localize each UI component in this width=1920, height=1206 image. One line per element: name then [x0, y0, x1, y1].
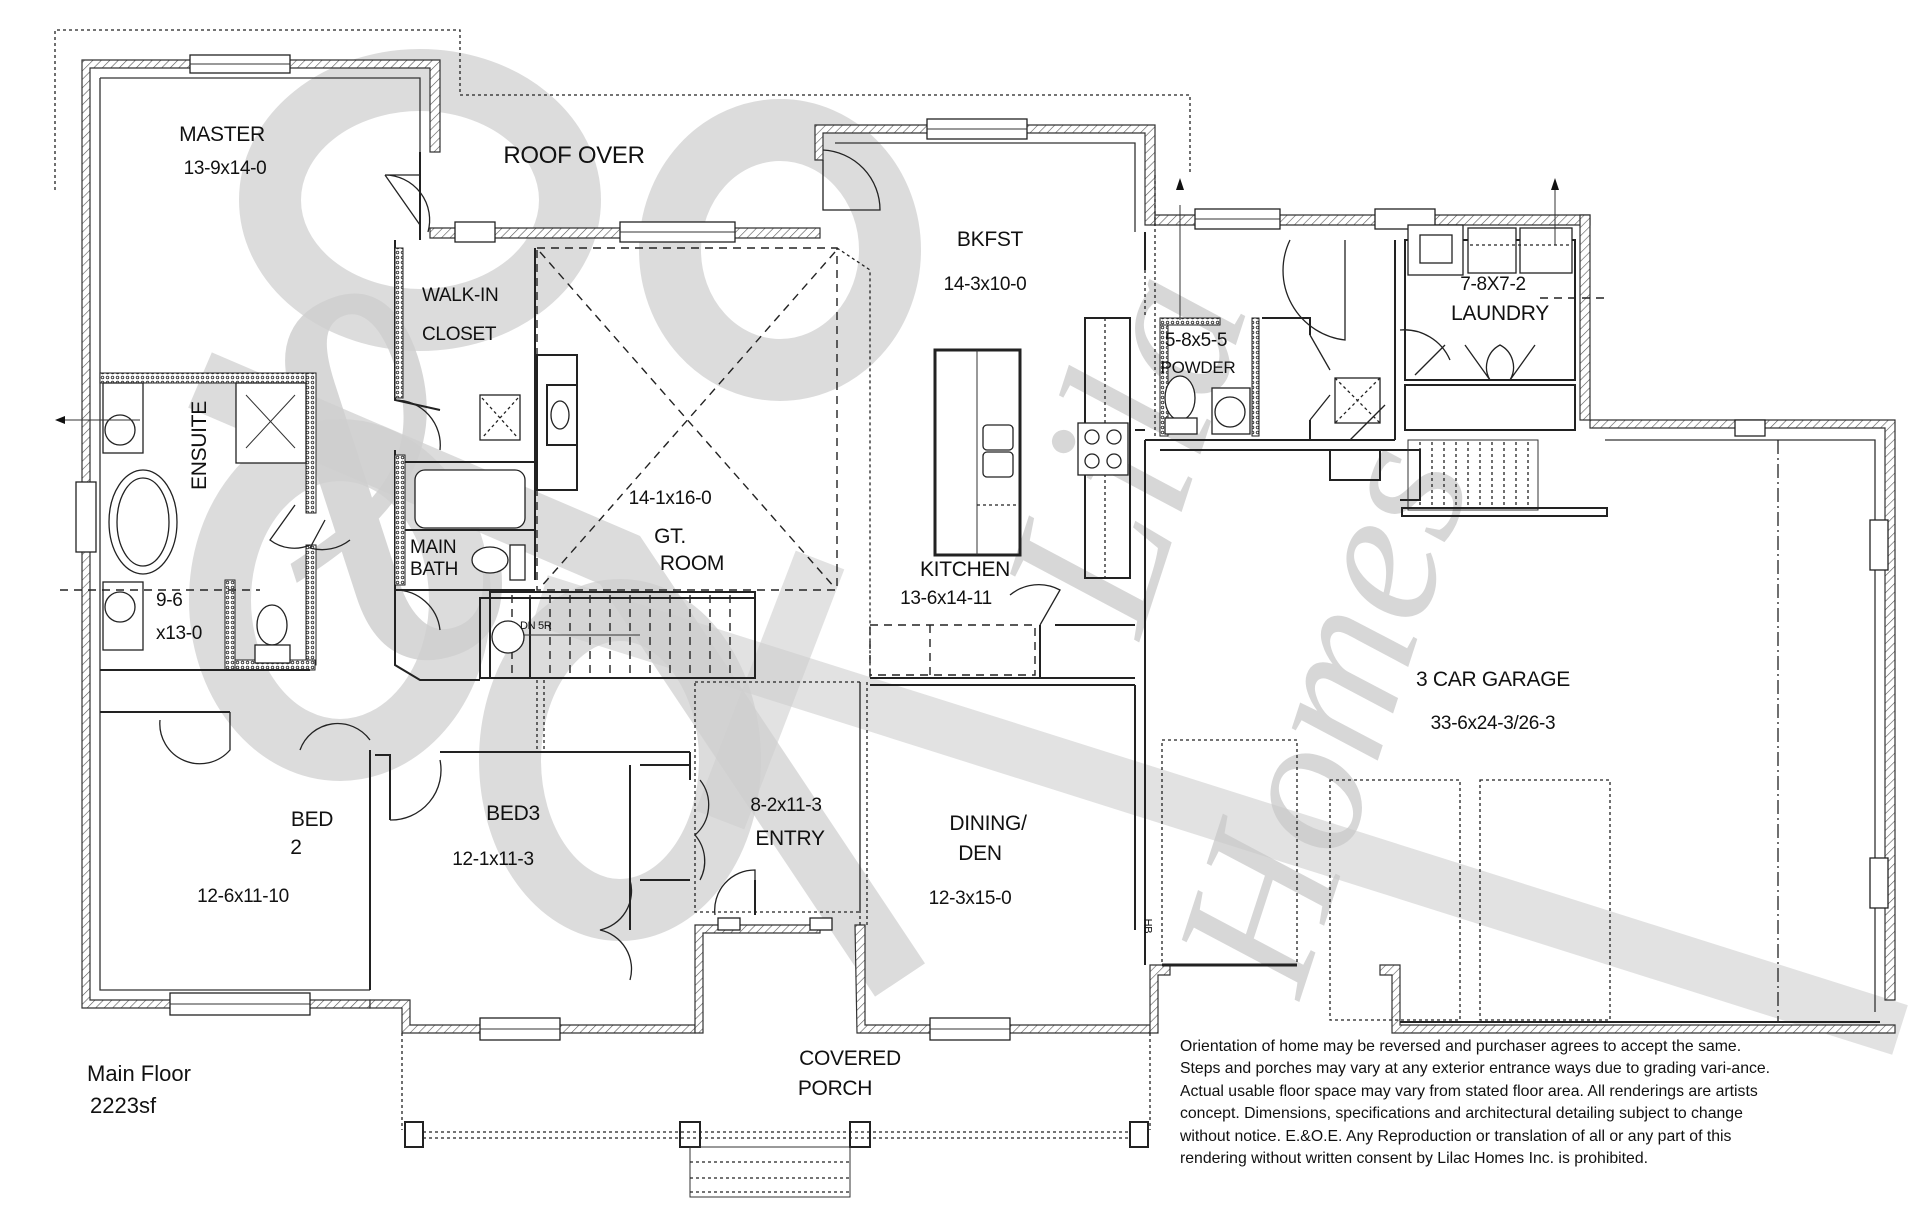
room-label-entry: ENTRY	[755, 827, 825, 850]
garage-drawing	[1144, 439, 1880, 1023]
disclaimer-line: Orientation of home may be reversed and …	[1180, 1038, 1742, 1055]
room-label-bed3: BED3	[486, 802, 540, 825]
room-size-ensuite-line1: 9-6	[156, 590, 183, 611]
room-size-ensuite-line2: x13-0	[156, 623, 203, 644]
disclaimer: Orientation of home may be reversed and …	[1180, 1036, 1900, 1170]
room-label-great-room-line2: ROOM	[659, 552, 725, 575]
room-size-dining: 12-3x15-0	[928, 888, 1012, 909]
room-size-powder: 5-8x5-5	[1164, 330, 1228, 351]
room-label-walk-in-closet-line2: CLOSET	[422, 324, 497, 345]
room-label-walk-in-closet-line1: WALK-IN	[422, 285, 499, 306]
room-label-kitchen: KITCHEN	[919, 558, 1011, 581]
disclaimer-line: without notice. E.&O.E. Any Reproduction…	[1180, 1127, 1732, 1145]
disclaimer-line: concept. Dimensions, specifications and …	[1180, 1105, 1743, 1123]
room-size-bed3: 12-1x11-3	[452, 849, 534, 870]
disclaimer-line: Actual usable floor space may vary from …	[1180, 1082, 1758, 1100]
floor-name: Main Floor	[87, 1061, 191, 1086]
room-label-powder: POWDER	[1160, 358, 1236, 377]
hose-bib-annotation: HB	[1141, 918, 1154, 934]
room-size-bkfst: 14-3x10-0	[943, 274, 1027, 295]
room-size-bed2: 12-6x11-10	[197, 886, 289, 907]
stair-annotation: DN 5R	[520, 620, 552, 632]
porch-drawing	[401, 680, 1151, 1198]
room-size-great-room: 14-1x16-0	[628, 488, 712, 509]
disclaimer-line: rendering without written consent by Lil…	[1180, 1150, 1648, 1168]
room-label-main-bath-line1: MAIN	[410, 537, 457, 558]
room-size-master: 13-9x14-0	[183, 158, 267, 179]
room-label-ensuite: ENSUITE	[188, 401, 211, 490]
room-size-entry: 8-2x11-3	[750, 795, 822, 816]
room-label-porch-line1: COVERED	[799, 1047, 901, 1070]
floor-area: 2223sf	[90, 1093, 157, 1118]
room-label-bed2-line2: 2	[290, 836, 302, 859]
room-size-garage: 33-6x24-3/26-3	[1430, 713, 1556, 734]
room-label-great-room-line1: GT.	[654, 525, 686, 548]
doors	[159, 149, 1536, 981]
exhaust-markers	[55, 178, 1610, 591]
room-label-garage: 3 CAR GARAGE	[1416, 668, 1570, 691]
interior-walls	[99, 152, 1576, 990]
room-label-master: MASTER	[179, 123, 265, 146]
room-size-laundry: 7-8X7-2	[1460, 274, 1526, 295]
room-label-main-bath-line2: BATH	[410, 559, 459, 580]
room-size-kitchen: 13-6x14-11	[900, 588, 992, 609]
room-label-roof-over: ROOF OVER	[503, 142, 645, 169]
floor-title: Main Floor 2223sf	[87, 1058, 191, 1122]
room-label-porch-line2: PORCH	[797, 1077, 873, 1100]
room-label-dining-line1: DINING/	[949, 812, 1027, 835]
room-label-laundry: LAUNDRY	[1451, 302, 1549, 325]
great-room-drawing	[489, 175, 1156, 679]
bath-fixtures	[102, 375, 1251, 664]
disclaimer-line: Steps and porches may vary at any exteri…	[1180, 1060, 1771, 1078]
room-label-dining-line2: DEN	[958, 842, 1002, 865]
windows	[75, 54, 1889, 1041]
room-label-bed2-line1: BED	[290, 808, 334, 831]
room-label-bkfst: BKFST	[956, 228, 1024, 251]
